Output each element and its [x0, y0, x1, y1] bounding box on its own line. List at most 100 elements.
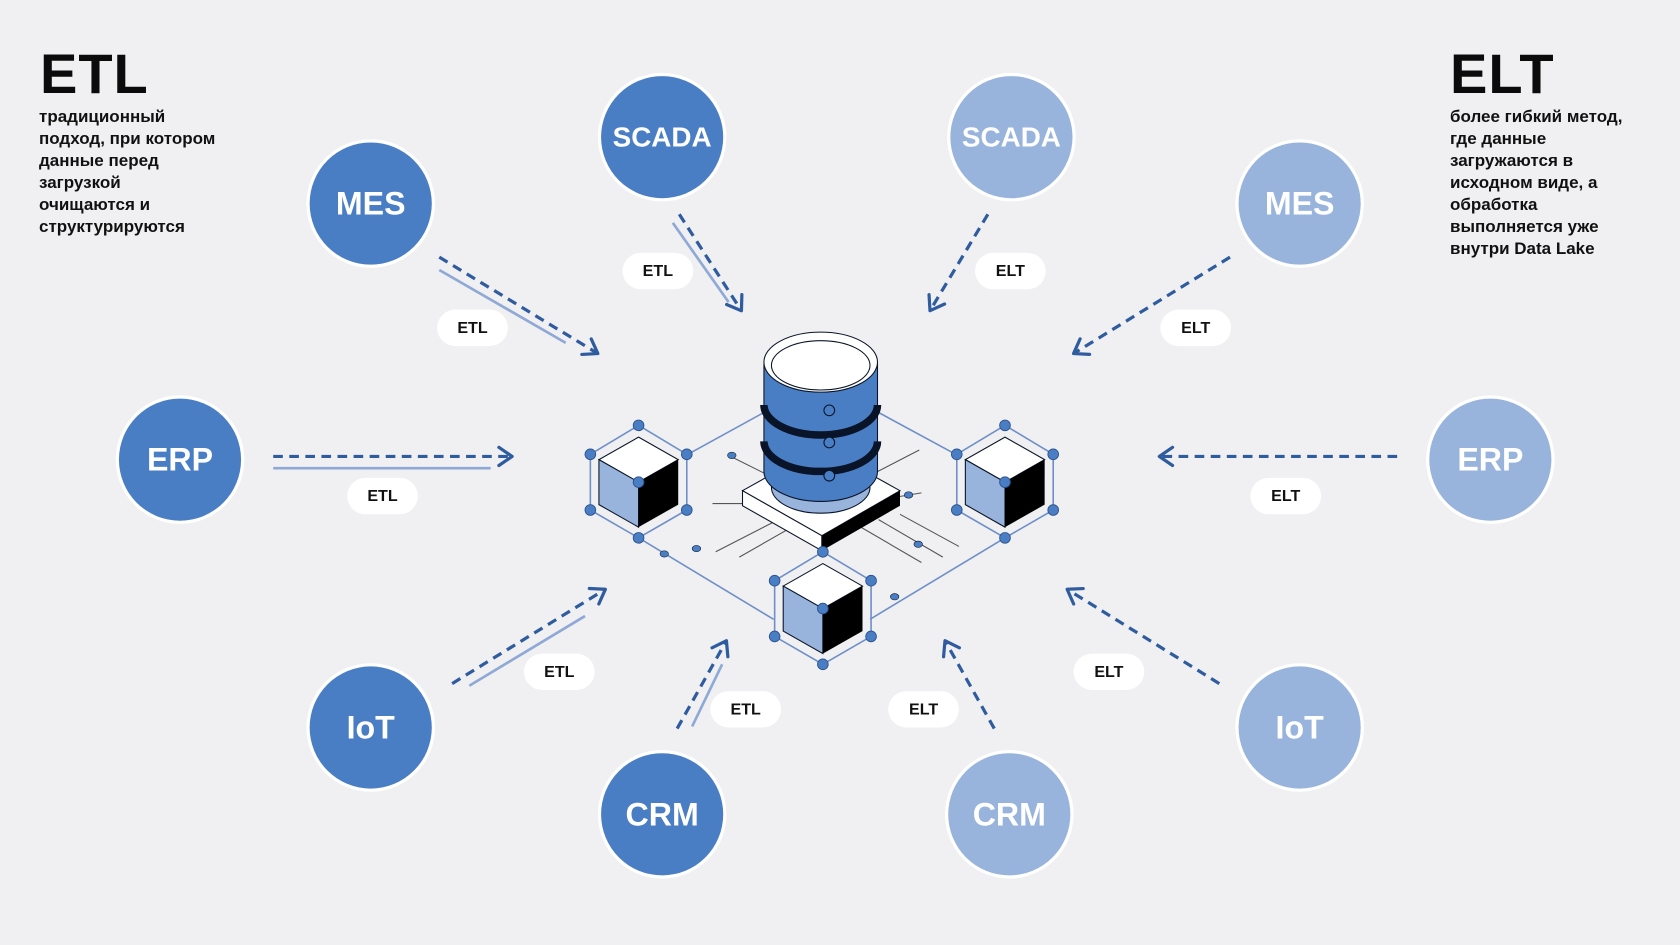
elt-title: ELT	[1450, 42, 1555, 105]
pill-background	[975, 252, 1046, 290]
elt-description-line: более гибкий метод,	[1450, 107, 1623, 126]
circuit-node	[727, 451, 737, 459]
arrowhead-icon	[1065, 586, 1085, 606]
cube-left	[964, 458, 1006, 529]
etl-description-line: очищаются и	[39, 195, 151, 214]
circuit-trace	[899, 513, 960, 547]
cube-icon	[584, 419, 693, 544]
circuit-trace	[878, 519, 944, 558]
node-label: SCADA	[962, 122, 1061, 153]
node-label: ERP	[147, 442, 213, 478]
pill-label: ETL	[643, 262, 674, 280]
elt-arrow-scada	[928, 213, 990, 312]
database-led	[823, 436, 836, 449]
cube-node	[999, 532, 1011, 544]
frame-line	[638, 537, 774, 620]
etl-transform-line	[438, 268, 567, 345]
arrowhead-icon	[941, 639, 962, 659]
elt-node-mes: MES	[1235, 139, 1364, 268]
node-label: IoT	[347, 710, 396, 746]
node-circle	[948, 753, 1071, 876]
elt-arrow-mes	[1072, 255, 1231, 355]
database-led	[823, 404, 836, 417]
etl-edge-label: ETL	[347, 477, 418, 515]
etl-node-scada: SCADA	[597, 72, 727, 202]
elt-node-crm: CRM	[945, 750, 1074, 879]
elt-description-line: выполняется уже	[1450, 217, 1599, 236]
etl-transform-line	[671, 222, 730, 303]
elt-description: более гибкий метод, где данные загружают…	[1450, 106, 1622, 260]
circuit-node	[659, 550, 669, 558]
node-circle	[118, 398, 242, 521]
node-circle	[309, 666, 432, 789]
platform-side-dark	[821, 490, 900, 551]
etl-arrow-iot	[451, 587, 607, 685]
arrows	[273, 213, 1398, 730]
etl-node-iot: IoT	[306, 663, 435, 792]
elt-description-line: обработка	[1450, 195, 1538, 214]
node-circle	[309, 142, 432, 265]
cube-node	[999, 419, 1011, 432]
pill-label: ELT	[909, 700, 938, 718]
pill-label: ELT	[1181, 319, 1210, 337]
pill-background	[1073, 653, 1145, 690]
cube-node	[632, 476, 645, 488]
elt-node-iot: IoT	[1235, 663, 1364, 792]
cube-node	[817, 602, 829, 615]
pill-label: ELT	[996, 262, 1025, 280]
etl-node-mes: MES	[306, 139, 435, 268]
elt-edge-label: ELT	[975, 252, 1046, 290]
elt-description-line: внутри Data Lake	[1450, 239, 1595, 258]
cube-node	[817, 545, 829, 558]
cube-node	[817, 658, 829, 671]
node-circle	[601, 753, 724, 876]
etl-title: ETL	[40, 42, 149, 105]
cube-node	[632, 532, 645, 544]
elt-description-line: где данные	[1450, 129, 1547, 148]
elt-arrow-iot	[1066, 587, 1221, 685]
elt-edge-label: ELT	[888, 691, 959, 728]
elt-description-line: исходном виде, а	[1450, 173, 1598, 192]
cube-node	[632, 419, 645, 432]
cube-right	[1005, 459, 1045, 528]
pill-background	[437, 309, 508, 347]
elt-edge-label: ELT	[1073, 653, 1145, 690]
pill-background	[888, 691, 959, 728]
circuit-node	[691, 545, 701, 553]
etl-edge-label: ETL	[710, 691, 782, 728]
etl-edge-label: ETL	[622, 252, 694, 290]
cube-node	[865, 574, 877, 587]
pill-background	[710, 691, 782, 728]
pill-background	[523, 653, 595, 690]
node-label: SCADA	[613, 122, 712, 153]
cube-node	[999, 476, 1011, 488]
cube-node	[950, 448, 963, 461]
cube-node	[865, 630, 877, 643]
pill-label: ETL	[731, 700, 762, 718]
cube-node	[950, 504, 963, 516]
cube-icon	[768, 545, 877, 671]
etl-transform-line	[690, 663, 724, 728]
node-circle	[1429, 398, 1552, 521]
pill-label: ETL	[367, 487, 398, 505]
etl-edge-label: ETL	[437, 309, 508, 347]
arrowhead-icon	[725, 293, 744, 313]
etl-transform-line	[468, 614, 586, 687]
etl-arrow-scada	[677, 213, 743, 312]
database-band	[760, 404, 882, 439]
node-label: MES	[336, 186, 406, 222]
pill-background	[622, 252, 694, 290]
node-circle	[950, 76, 1073, 199]
node-label: ERP	[1457, 442, 1523, 478]
elt-description-line: загружаются в	[1450, 151, 1574, 170]
elt-arrow-crm	[943, 639, 996, 730]
pill-background	[1160, 309, 1232, 347]
cube-node	[680, 504, 693, 516]
pill-background	[347, 477, 418, 515]
arrowhead-icon	[587, 586, 607, 606]
frame-line	[687, 411, 765, 455]
cube-right	[638, 459, 679, 528]
database-band	[760, 441, 882, 476]
cube-node	[1047, 504, 1059, 516]
